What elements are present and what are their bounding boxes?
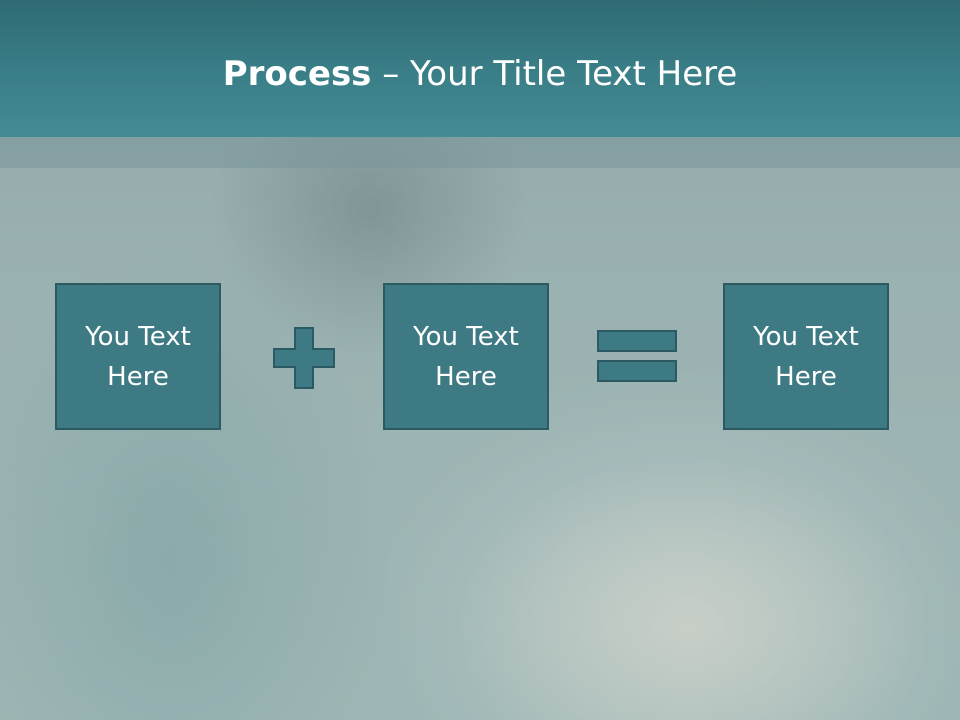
text-box-3-label: You Text Here	[753, 321, 859, 392]
text-box-3[interactable]: You Text Here	[723, 283, 889, 430]
slide-title: Process – Your Title Text Here	[0, 52, 960, 96]
title-bar	[0, 0, 960, 137]
title-strip	[0, 137, 960, 168]
text-box-2-label: You Text Here	[413, 321, 519, 392]
title-bold: Process	[222, 54, 372, 94]
text-box-2[interactable]: You Text Here	[383, 283, 549, 430]
plus-icon	[273, 327, 335, 389]
equals-icon	[597, 330, 677, 382]
text-box-1[interactable]: You Text Here	[55, 283, 221, 430]
text-box-1-label: You Text Here	[85, 321, 191, 392]
title-rest: – Your Title Text Here	[371, 54, 738, 94]
